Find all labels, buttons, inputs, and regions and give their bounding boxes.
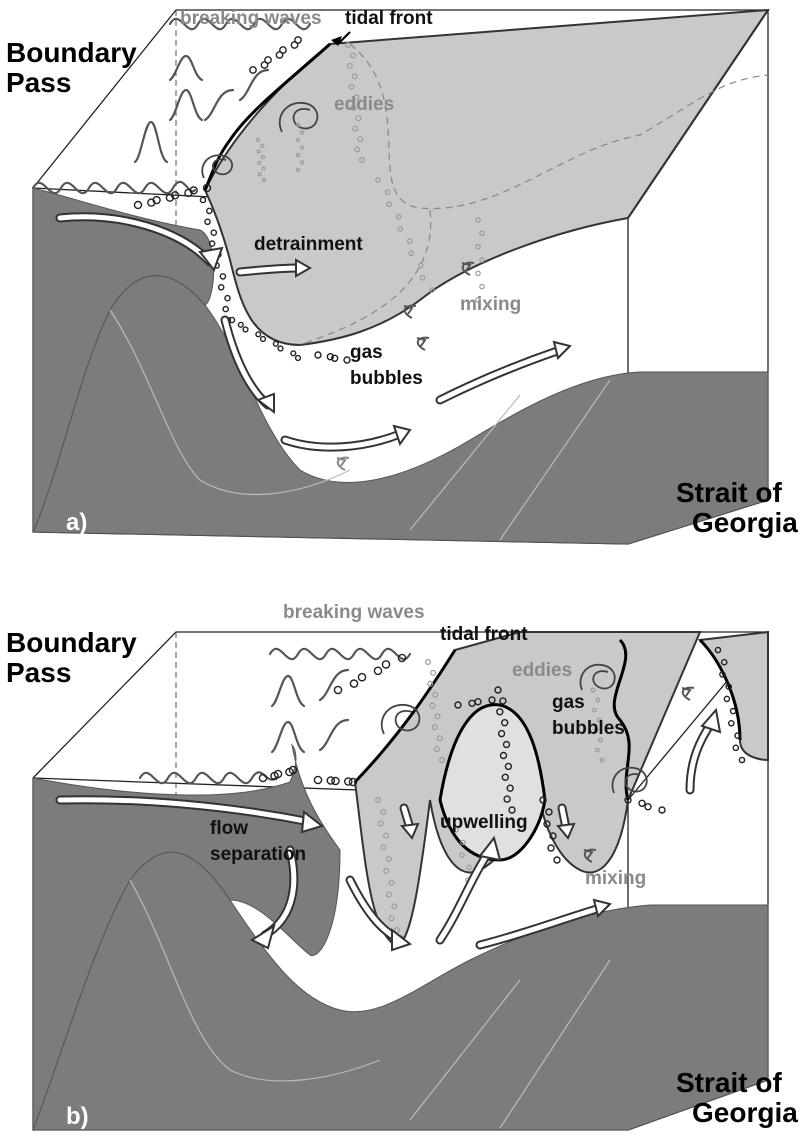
bubble (350, 680, 357, 687)
bubble (265, 57, 271, 63)
bubble (426, 660, 431, 665)
upwelling-label-b: upwelling (440, 812, 528, 833)
bubble (261, 337, 266, 342)
seabed-a (33, 276, 768, 544)
wave-single-a1 (135, 122, 167, 162)
bubble (315, 352, 321, 358)
bubble (205, 219, 210, 224)
bubble (332, 777, 339, 784)
wave-single-b2 (272, 722, 304, 752)
flow-separation-label-b-line2: separation (210, 844, 306, 865)
strait-georgia-label-b-line1: Strait of (676, 1067, 782, 1098)
boundary-pass-label-a-line2: Pass (6, 67, 71, 98)
bubble (219, 285, 224, 290)
wave-row-a1 (33, 182, 195, 193)
detrainment-label-a: detrainment (254, 234, 363, 255)
mixing-label-b: mixing (585, 868, 646, 889)
boundary-pass-label-b-line1: Boundary (6, 627, 137, 658)
bubble (724, 696, 729, 701)
gas-bubbles-label-b-line2: bubbles (552, 718, 625, 739)
panel-a-label: a) (66, 509, 87, 536)
bubble (296, 356, 301, 361)
bubble (733, 745, 738, 750)
wave-single-a2 (170, 90, 202, 120)
boundary-pass-label-a-line1: Boundary (6, 37, 137, 68)
bubble (645, 804, 651, 810)
tidal-front-label-b: tidal front (440, 624, 528, 645)
bubble (211, 230, 216, 235)
gas-bubbles-label-a-line1: gas (350, 342, 383, 363)
bubble (554, 857, 560, 863)
bubble (729, 721, 734, 726)
wave-break-b1 (320, 670, 348, 700)
bubble (238, 322, 243, 327)
bubble (476, 271, 480, 275)
bubble (200, 197, 205, 202)
eddies-label-b: eddies (512, 660, 572, 681)
wave-break-a2 (240, 70, 268, 100)
bubble (480, 285, 484, 289)
bubble (314, 776, 321, 783)
wave-break-a1 (205, 90, 233, 120)
wave-single-a3 (170, 56, 202, 80)
bubble (295, 37, 301, 43)
wave-row-b2 (270, 649, 410, 659)
bubble (739, 757, 744, 762)
bubble (225, 296, 230, 301)
bubble (220, 274, 225, 279)
strait-georgia-label-a-line2: Georgia (692, 507, 798, 538)
panel-b: Boundary Pass breaking waves tidal front… (6, 602, 798, 1130)
bubble (223, 307, 228, 312)
strait-georgia-label-b-line2: Georgia (692, 1097, 798, 1128)
bubble (374, 667, 381, 674)
gas-bubbles-label-a-line2: bubbles (350, 368, 423, 389)
bubble (431, 671, 436, 676)
bubble (548, 845, 554, 851)
eddies-label-a: eddies (334, 94, 394, 115)
panel-b-label: b) (66, 1103, 89, 1130)
boundary-pass-label-b-line2: Pass (6, 657, 71, 688)
bubble (278, 346, 283, 351)
bubble (250, 67, 256, 73)
bubble (273, 341, 278, 346)
bubble (358, 674, 365, 681)
wave-row-b1 (140, 772, 276, 783)
bubble (256, 332, 261, 337)
bubble (291, 351, 296, 356)
bubble (639, 800, 645, 806)
wave-single-b1 (272, 676, 304, 706)
gas-bubbles-label-b-line1: gas (552, 692, 585, 713)
wave-break-b2 (320, 720, 348, 750)
bubble (207, 208, 212, 213)
bubble (382, 661, 389, 668)
flow-separation-label-b-line1: flow (210, 818, 248, 839)
strait-georgia-label-a-line1: Strait of (676, 477, 782, 508)
panel-a: Boundary Pass breaking waves tidal front… (6, 8, 798, 544)
bubble (334, 686, 341, 693)
tidal-front-label-a: tidal front (345, 8, 433, 29)
bubble (731, 709, 736, 714)
bubble (243, 327, 248, 332)
bubble (135, 202, 142, 209)
breaking-waves-label-b: breaking waves (283, 602, 425, 623)
mixing-label-a: mixing (460, 294, 521, 315)
bubble (280, 47, 286, 53)
breaking-waves-label-a: breaking waves (180, 8, 322, 29)
bubble (659, 807, 665, 813)
